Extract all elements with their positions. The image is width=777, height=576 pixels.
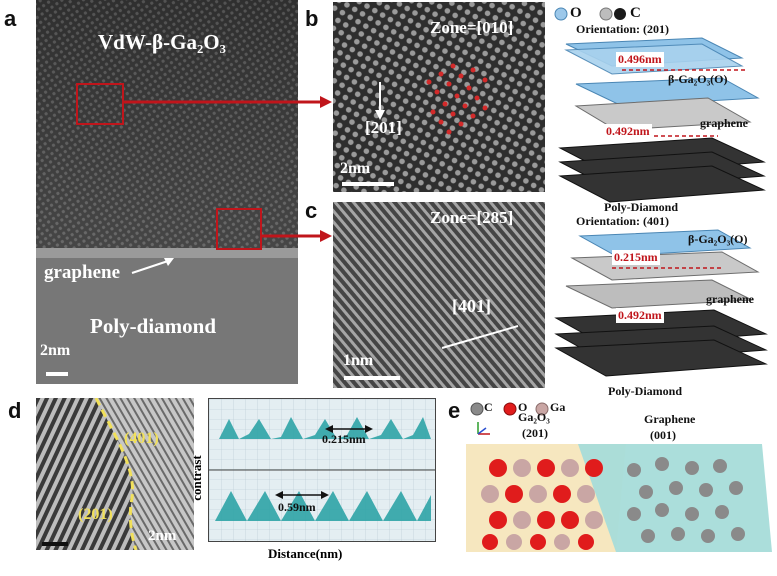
graphene-arrow: [131, 258, 174, 274]
tem-image-c: [333, 202, 545, 388]
graphene-label-bottom: graphene: [706, 292, 754, 306]
ga2o3-label-e: Ga₂O₃: [518, 410, 550, 424]
panel-label-d: d: [8, 398, 22, 423]
legend-e-ga: Ga: [550, 400, 566, 414]
graphene-plane-e: (001): [650, 428, 676, 442]
scale-bar-b: [342, 182, 394, 186]
legend-e-c: C: [484, 400, 493, 414]
axes-icon: [477, 422, 490, 435]
spacing-top-2: 0.492nm: [604, 124, 652, 139]
ga2o3-plane-e: (201): [522, 426, 548, 440]
spacing-bottom-1: 0.215nm: [612, 250, 660, 265]
profile-label-bottom: 0.59nm: [278, 500, 316, 514]
spacing-top-1: 0.496nm: [616, 52, 664, 67]
spacing-bottom-2: 0.492nm: [616, 308, 664, 323]
tem-image-b: [333, 2, 545, 192]
region-label-401: (401): [124, 430, 159, 447]
profile-ylabel: contrast: [188, 455, 204, 501]
legend-c-label: C: [630, 5, 641, 21]
scale-text-a: 2nm: [40, 342, 71, 359]
red-box-a-top: [76, 83, 124, 125]
zone-label-c: Zone=[285]: [430, 208, 514, 227]
ga2o3-title: VdW-β-Ga₂O₃: [98, 30, 226, 54]
zone-label-b: Zone=[010]: [430, 18, 514, 37]
substrate-label-a: Poly-diamond: [90, 314, 217, 338]
diamond-label-top: Poly-Diamond: [604, 200, 679, 214]
profile-xlabel: Distance(nm): [268, 546, 343, 561]
panel-label-c: c: [305, 198, 318, 223]
scale-bar-a: [46, 372, 68, 376]
profile-label-top: 0.215nm: [322, 432, 366, 446]
panel-label-a: a: [4, 6, 17, 31]
orientation-top: Orientation: (201): [576, 22, 669, 36]
direction-line-c: [441, 325, 519, 349]
graphene-label-top: graphene: [700, 116, 748, 130]
direction-label-b: [201]: [365, 118, 402, 137]
graphene-label-e: Graphene: [644, 412, 696, 426]
graphene-label-a: graphene: [44, 262, 120, 283]
filtered-image-d: [36, 398, 194, 550]
scale-bar-c: [344, 376, 400, 380]
ga2o3-label-bottom: β-Ga₂O₃(O): [688, 232, 748, 246]
region-label-201: (201): [78, 506, 113, 523]
legend-o-label: O: [570, 5, 582, 21]
scale-text-d: 2nm: [148, 528, 177, 544]
direction-arrow-b: [375, 82, 385, 120]
panel-label-b: b: [305, 6, 319, 31]
profile-plot: [208, 398, 436, 542]
red-box-a-bottom: [216, 208, 262, 250]
scale-text-c: 1nm: [343, 352, 374, 369]
legend-e-o: O: [518, 400, 528, 414]
direction-label-c: [401]: [452, 296, 491, 316]
ga2o3-label-top: β-Ga₂O₃(O): [668, 72, 728, 86]
scale-text-b: 2nm: [340, 160, 371, 177]
interface-model-e: [466, 444, 772, 552]
panel-label-e: e: [448, 398, 461, 423]
orientation-bottom: Orientation: (401): [576, 214, 669, 228]
scale-bar-d: [42, 542, 68, 546]
diamond-label-bottom: Poly-Diamond: [608, 384, 683, 398]
